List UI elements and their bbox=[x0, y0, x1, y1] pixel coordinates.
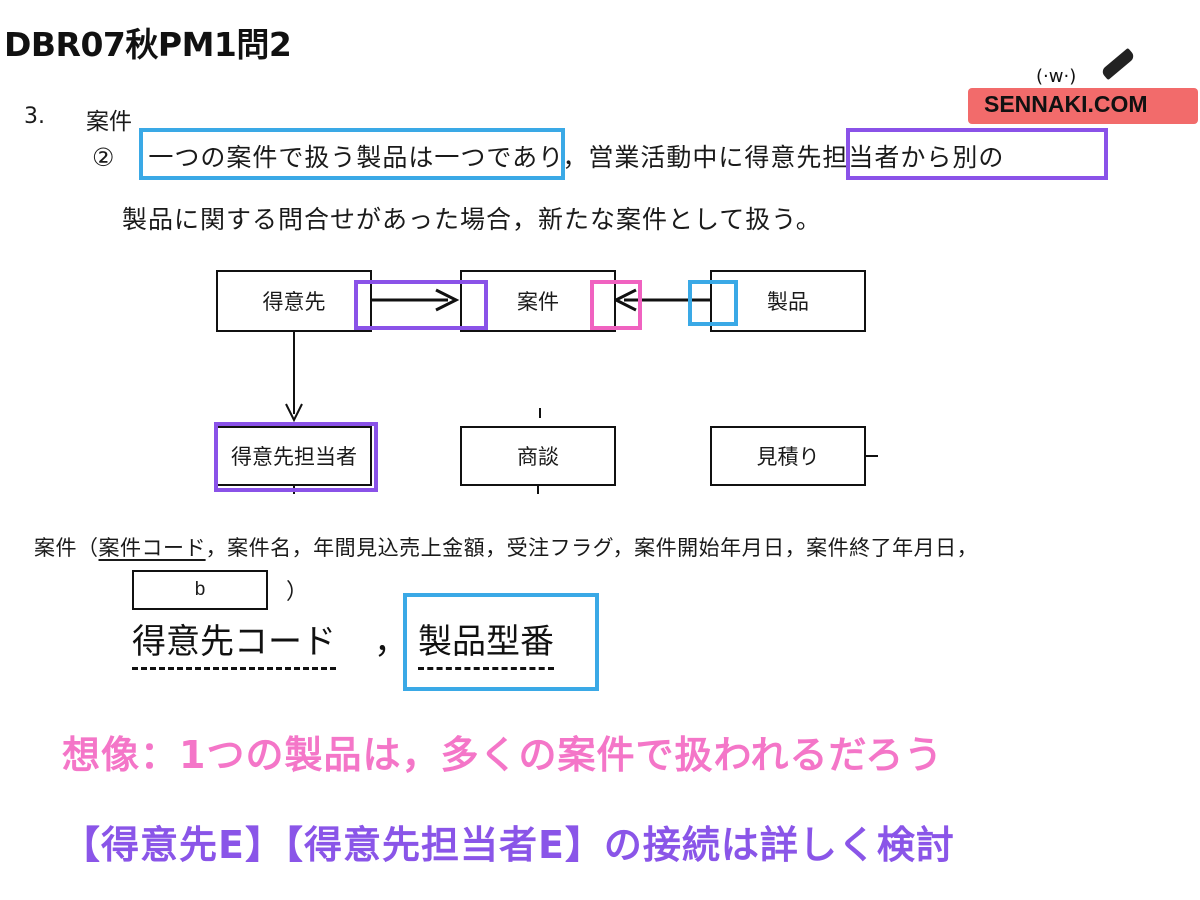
answer-comma: ， bbox=[374, 622, 408, 662]
entity-customer: 得意先 bbox=[216, 270, 372, 332]
blank-b: b bbox=[132, 570, 268, 610]
highlight-contact-entity bbox=[214, 422, 378, 492]
section-number: 3. bbox=[24, 104, 45, 129]
logo-brand: SENNAKI.COM bbox=[984, 91, 1148, 117]
page-title: DBR07秋PM1問2 bbox=[4, 25, 292, 64]
relation-close: ） bbox=[286, 580, 309, 605]
section-title: 案件 bbox=[86, 109, 132, 135]
rule-line-2: 製品に関する問合せがあった場合，新たな案件として扱う。 bbox=[122, 205, 822, 234]
relation-schema: 案件（案件コード，案件名，年間見込売上金額，受注フラグ，案件開始年月日，案件終了… bbox=[34, 532, 978, 562]
note-imagination: 想像：1つの製品は，多くの案件で扱われるだろう bbox=[62, 733, 944, 777]
logo-background bbox=[968, 88, 1198, 124]
logo-face-icon: (·w·) bbox=[1036, 66, 1077, 87]
relation-prefix: 案件（ bbox=[34, 536, 99, 560]
rule-marker: ② bbox=[92, 143, 116, 172]
relation-primary-key: 案件コード bbox=[98, 536, 206, 560]
rule-line1-part2: であり，営業活動中に bbox=[486, 143, 745, 172]
answer-foreign-key-customer: 得意先コード bbox=[132, 614, 336, 670]
rule-line1-part4: 別の bbox=[952, 143, 1005, 172]
answer-foreign-key-product: 製品型番 bbox=[418, 614, 554, 670]
note-consider: 【得意先E】【得意先担当者E】の接続は詳しく検討 bbox=[62, 823, 955, 867]
entity-negotiation: 商談 bbox=[460, 426, 616, 486]
entity-customer-contact: 得意先担当者 bbox=[216, 426, 372, 486]
rule-line1-part1: 一つの案件で扱う製品は一つ bbox=[148, 143, 487, 172]
highlight-one-product bbox=[139, 128, 565, 180]
highlight-contact bbox=[846, 128, 1108, 180]
entity-estimate: 見積り bbox=[710, 426, 866, 486]
relation-attributes: ，案件名，年間見込売上金額，受注フラグ，案件開始年月日，案件終了年月日， bbox=[205, 536, 979, 560]
highlight-deal-product-end bbox=[590, 280, 642, 330]
highlight-customer-deal-relation bbox=[354, 280, 488, 330]
highlight-product-start bbox=[688, 280, 738, 326]
highlight-product-model bbox=[403, 593, 599, 691]
